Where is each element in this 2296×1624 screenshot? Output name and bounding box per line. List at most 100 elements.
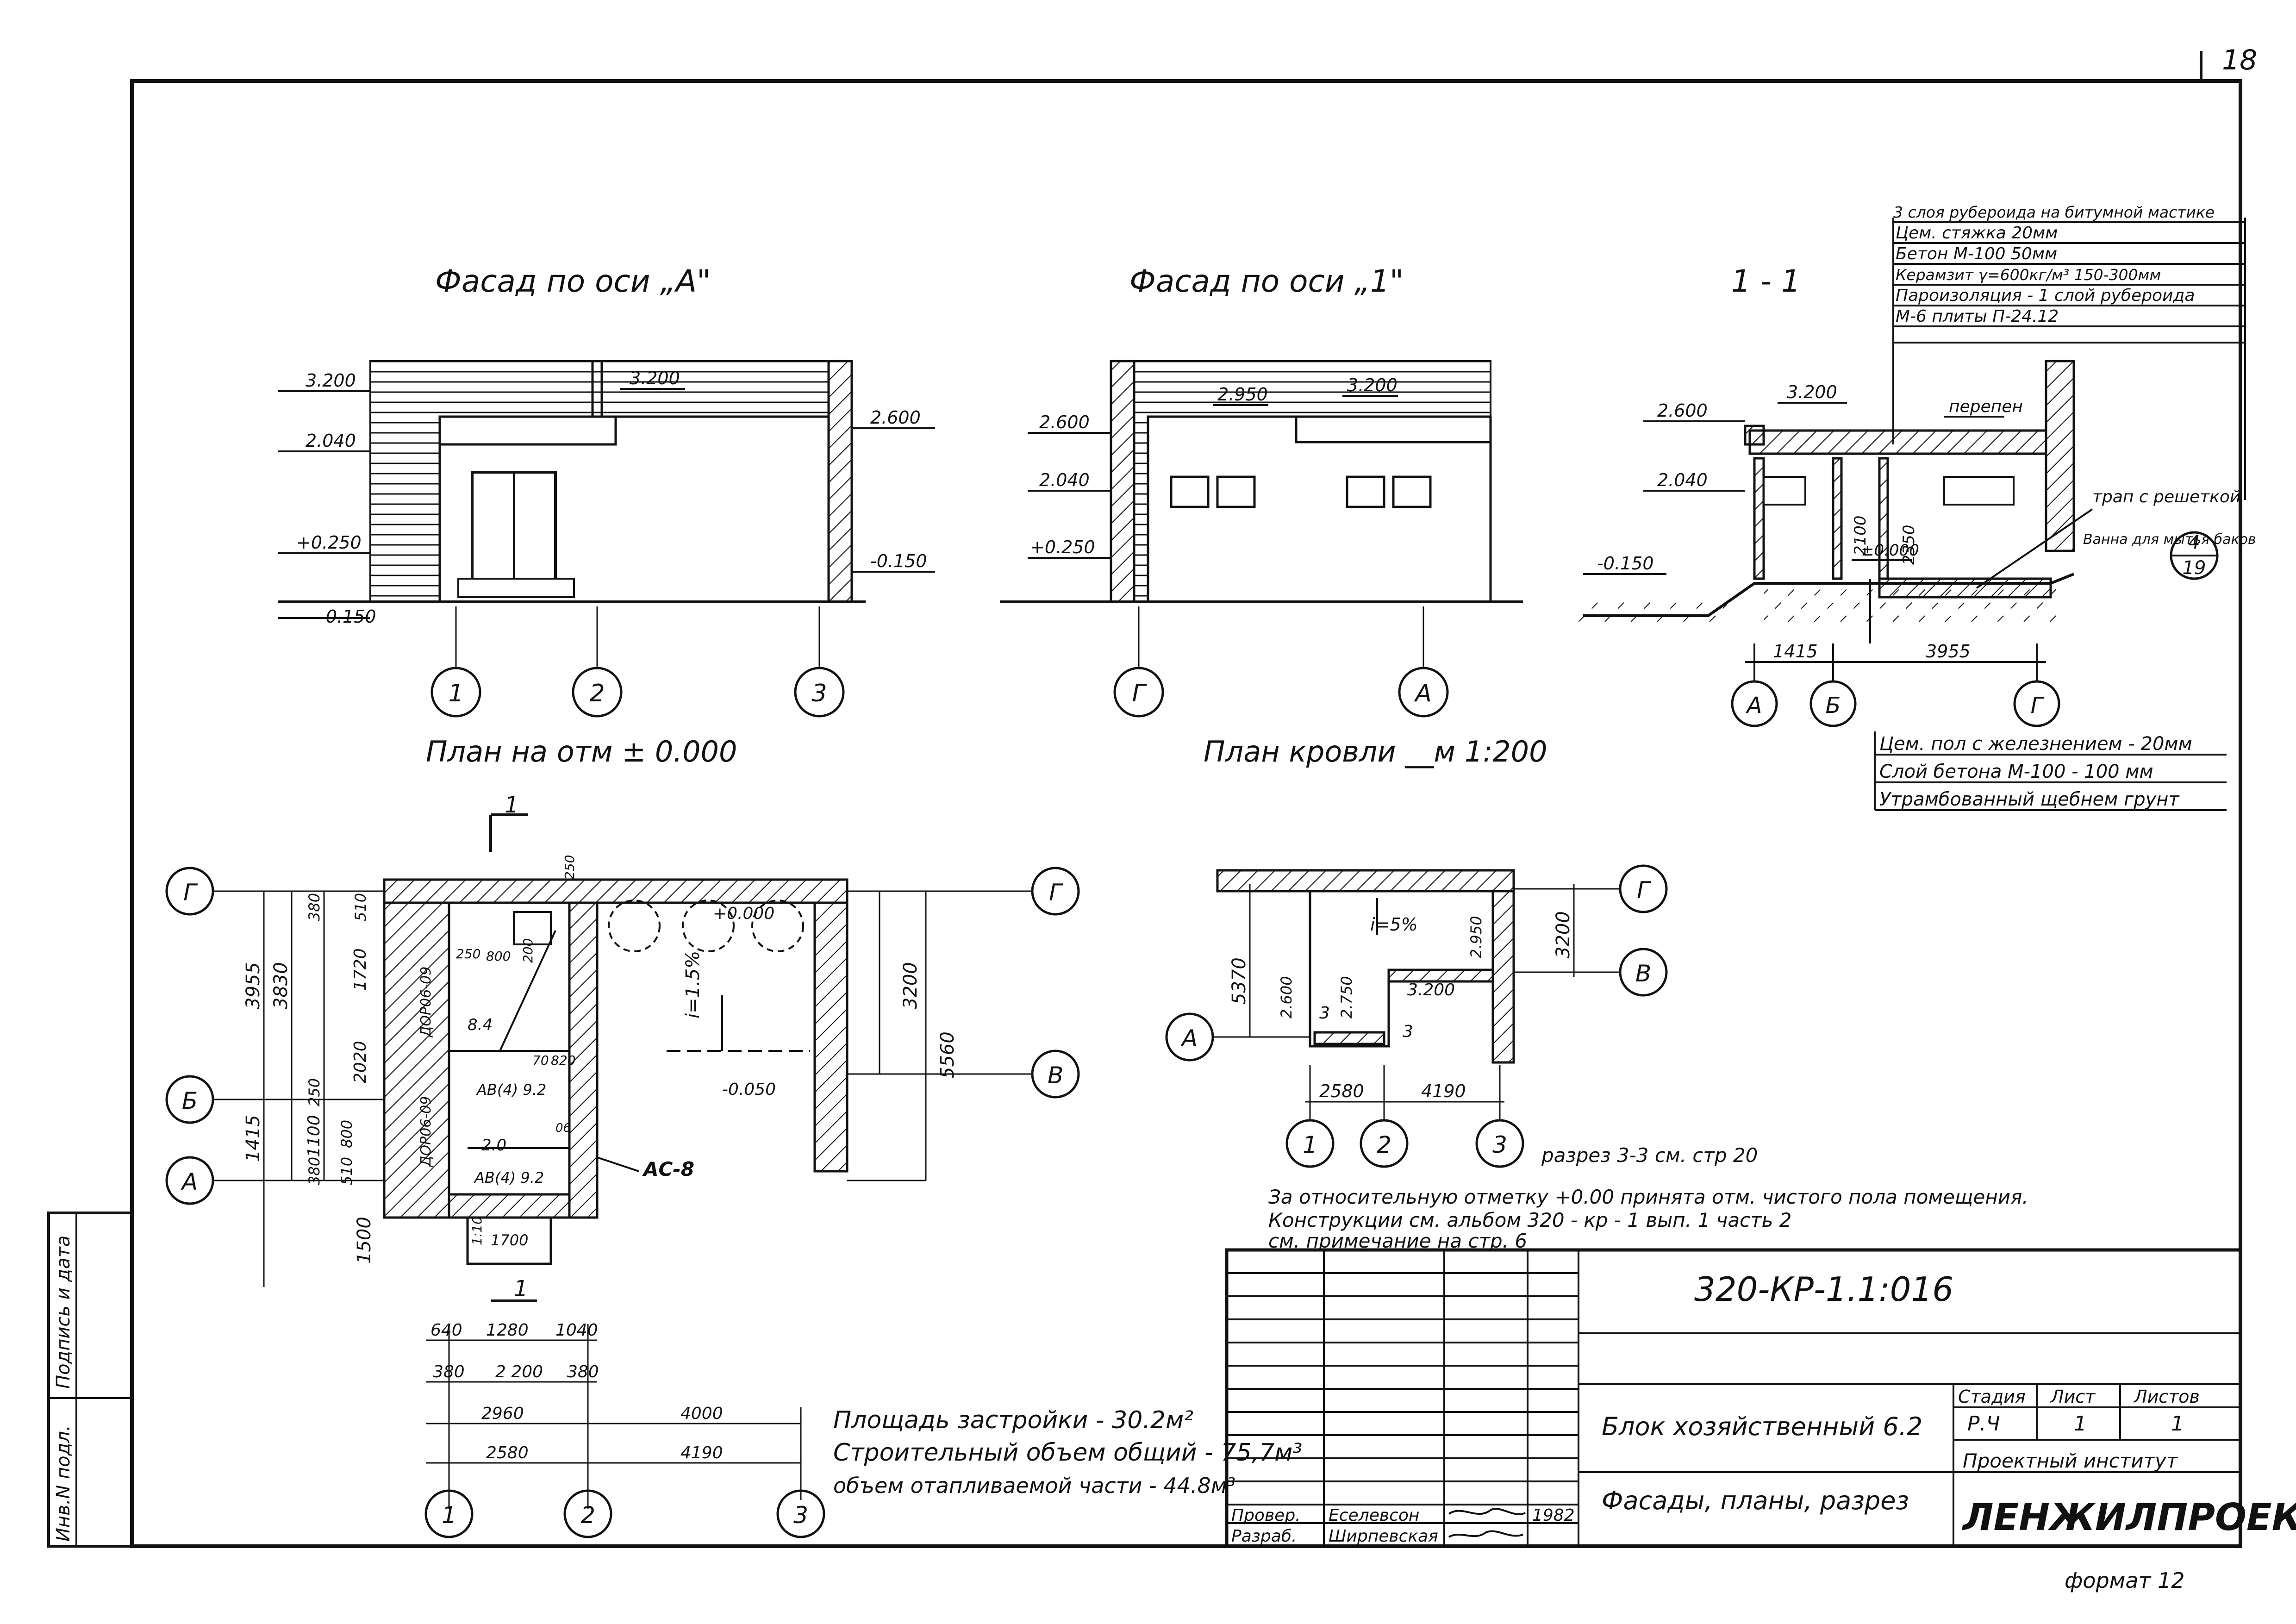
fa-mark-0150: -0.150: [319, 606, 376, 627]
room-06: 06: [555, 1121, 571, 1135]
sheet-header: Лист: [2050, 1387, 2096, 1407]
dim-1415-left: 1415: [243, 1115, 264, 1162]
section-1-1: 1 - 1 3 слоя рубероида на битумной масти…: [1574, 203, 2256, 811]
roof-axis-2: 2: [1377, 1131, 1391, 1158]
floor-layer-3: Утрамбованный щебнем грунт: [1879, 789, 2180, 810]
fa-mark-0250: +0.250: [296, 532, 362, 553]
plan-axis-3: 3: [793, 1502, 808, 1529]
roof-dim-2580: 2580: [1319, 1081, 1364, 1101]
format-label: формат 12: [2065, 1568, 2185, 1593]
plan-axis-g-right: Г: [1049, 879, 1064, 906]
role-2: Разраб.: [1231, 1527, 1297, 1546]
room-110: 1:10: [469, 1216, 485, 1245]
stamp-sign: Подпись и дата: [53, 1236, 74, 1389]
note-volume: Строительный объем общий - 75,7м³: [833, 1439, 1302, 1467]
note-section-ref: разрез 3-3 см. стр 20: [1541, 1144, 1758, 1167]
institute-label: Проектный институт: [1963, 1449, 2178, 1472]
ref-top: 4: [2188, 532, 2200, 553]
room-800: 800: [486, 949, 511, 964]
dim-510-top: 510: [352, 893, 369, 921]
left-stamp: Инв.N подл. Подпись и дата: [47, 1212, 133, 1548]
name-1: Еселевсон: [1329, 1506, 1419, 1525]
room-ab2: АВ(4) 9.2: [474, 1169, 544, 1187]
roof-3200: 3.200: [1407, 981, 1455, 999]
s11-mark-2600: 2.600: [1657, 400, 1708, 421]
dim-510-bottom: 510: [338, 1157, 356, 1185]
plan-000: План на отм ± 0.000 1 +0.000 -0.050 i=1.…: [165, 735, 1080, 1538]
section-title: 1 - 1: [1731, 263, 1801, 299]
dim-1720: 1720: [351, 948, 370, 991]
roof-axis-3: 3: [1492, 1131, 1507, 1158]
plan-section-bottom: 1: [514, 1276, 528, 1302]
plan-slope: i=1.5%: [682, 951, 704, 1018]
plan-mark-000: +0.000: [713, 904, 774, 923]
plan-ac8: АС-8: [642, 1158, 694, 1181]
dim-2020: 2020: [351, 1041, 370, 1083]
vanna-label: Ванна для мытья баков: [2083, 531, 2256, 548]
signature-2: [1448, 1530, 1523, 1538]
f1-mark-2950: 2.950: [1217, 384, 1268, 405]
roof-dim-5370: 5370: [1229, 957, 1250, 1005]
dim-1415: 1415: [1773, 641, 1818, 662]
roof-layer-1: 3 слоя рубероида на битумной мастике: [1893, 203, 2215, 221]
f1-axis-g: Г: [1132, 680, 1148, 707]
sheet-frame: 18 формат 12: [130, 44, 2257, 1593]
f1-mark-2600: 2.600: [1039, 412, 1090, 432]
plan-axis-g: Г: [183, 879, 198, 906]
fa-axis-1-label: 1: [448, 680, 463, 707]
notes: разрез 3-3 см. стр 20 За относительную о…: [833, 1144, 2028, 1498]
dim-4000: 4000: [680, 1404, 723, 1423]
s11-axis-a: А: [1746, 693, 1762, 718]
fa-axis-3: [794, 667, 845, 718]
dim-640: 640: [430, 1321, 462, 1340]
dim-1100: 1100: [305, 1115, 324, 1157]
page-number: 18: [2222, 44, 2257, 76]
trap-label: трап с решеткой: [2092, 487, 2240, 506]
roof-layer-5: Пароизоляция - 1 слой рубероида: [1896, 286, 2195, 305]
doc-code: 320-КР-1.1:016: [1694, 1270, 1953, 1309]
sheets-value: 1: [2171, 1412, 2184, 1436]
roof-cut-1: 3: [1319, 1004, 1330, 1023]
fa-mark-2600: 2.600: [870, 407, 921, 428]
room-70: 70: [532, 1053, 549, 1068]
fa-axis-3-label: 3: [811, 680, 827, 707]
year: 1982: [1532, 1506, 1575, 1525]
roof-dim-4190: 4190: [1421, 1081, 1466, 1101]
signature-1: [1448, 1508, 1526, 1515]
roof-layer-4: Керамзит γ=600кг/м³ 150-300мм: [1896, 266, 2161, 284]
dim-1280: 1280: [486, 1321, 529, 1340]
title-block: 320-КР-1.1:016 Блок хозяйственный 6.2 Фа…: [1225, 1248, 2296, 1548]
role-1: Провер.: [1231, 1506, 1301, 1525]
roof-plan: План кровли __м 1:200 i=5% 2.950 2.750 2…: [1165, 735, 1668, 1168]
dim-380-b2: 380: [567, 1362, 599, 1381]
dim-2200: 2 200: [495, 1362, 543, 1381]
sheet-value: 1: [2074, 1412, 2087, 1436]
fa-mark-3200: 3.200: [306, 370, 356, 391]
dim-380-top: 380: [306, 893, 323, 921]
roof-slope: i=5%: [1370, 914, 1418, 935]
roof-2950: 2.950: [1467, 916, 1485, 958]
plan-axis-v-right: В: [1048, 1062, 1063, 1089]
roof-axis-g: Г: [1637, 877, 1652, 904]
roof-layer-2: Цем. стяжка 20мм: [1896, 224, 2058, 243]
dim-380-bottom: 380: [306, 1157, 323, 1185]
sheets-header: Листов: [2133, 1387, 2200, 1407]
facade-1-title: Фасад по оси „1": [1129, 263, 1404, 299]
note-1: За относительную отметку +0.00 принята о…: [1268, 1186, 2028, 1208]
plan-axis-2: 2: [580, 1502, 595, 1529]
f1-mark-3200: 3.200: [1347, 375, 1398, 395]
dim-3830: 3830: [270, 962, 292, 1009]
facade-a: Фасад по оси „А" 3.200 2.040 +0.250 -0.1…: [278, 263, 935, 718]
dim-4190: 4190: [680, 1443, 723, 1462]
roof-2750: 2.750: [1338, 976, 1355, 1018]
dim-5560: 5560: [937, 1031, 958, 1079]
dim-3955: 3955: [1926, 641, 1971, 662]
fa-mark-2040: 2.040: [306, 431, 356, 451]
room-250-top: 250: [562, 855, 577, 880]
roof-cut-2: 3: [1403, 1022, 1413, 1041]
note-area: Площадь застройки - 30.2м²: [833, 1406, 1193, 1434]
room-820: 820: [551, 1053, 575, 1068]
plan-title: План на отм ± 0.000: [426, 735, 737, 768]
fa-axis-1: [430, 667, 481, 718]
